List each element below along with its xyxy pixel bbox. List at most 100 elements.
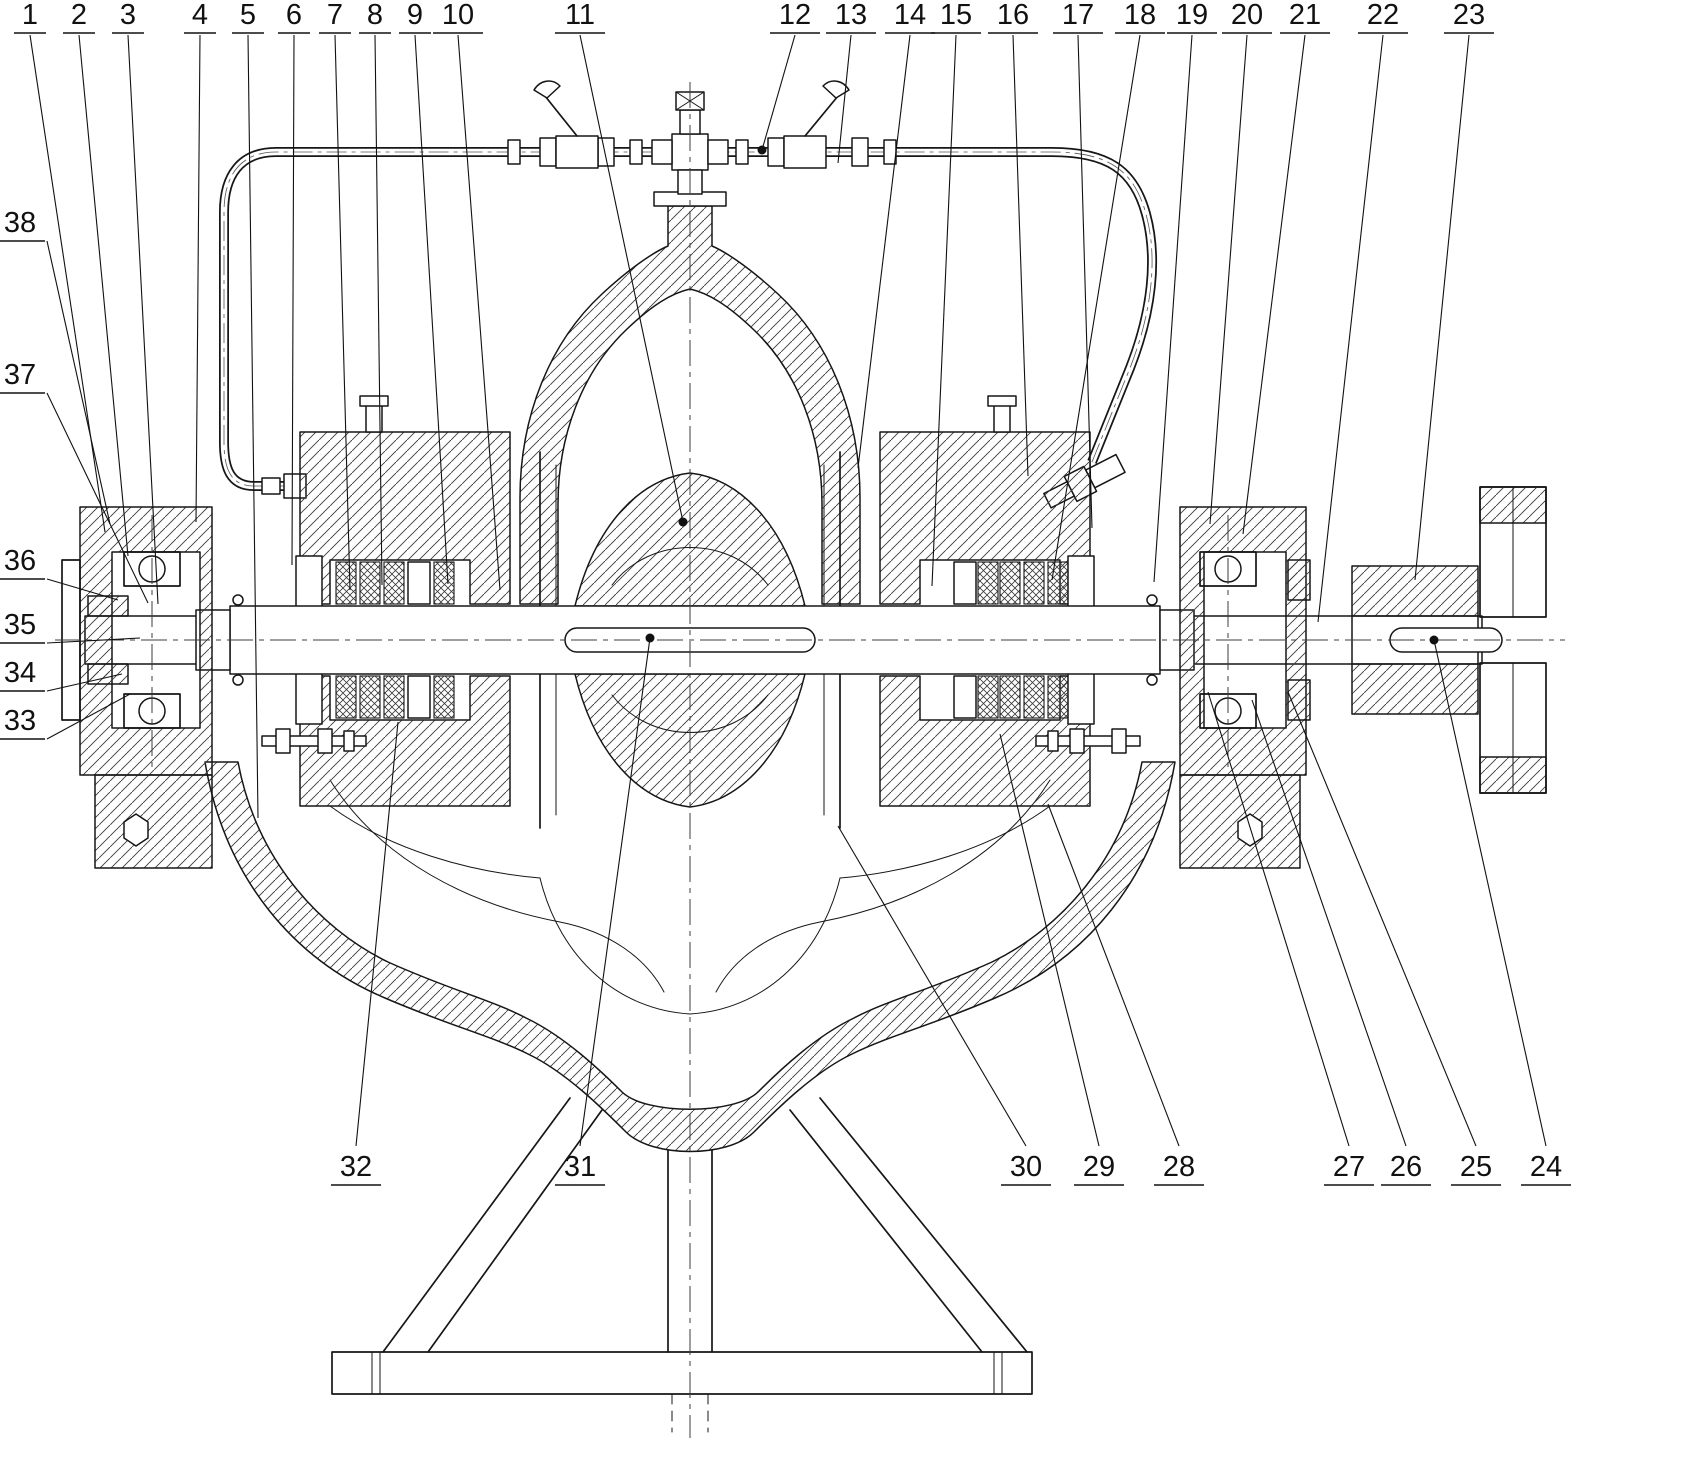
leader-line — [1414, 34, 1470, 581]
callout-number: 17 — [1062, 0, 1094, 31]
callout-number: 5 — [240, 0, 256, 31]
callout-6: 6 — [278, 0, 310, 566]
leader-dot — [678, 517, 688, 527]
shaft-end-nut — [87, 595, 129, 617]
leader-line — [78, 34, 129, 557]
callout-number: 31 — [564, 1151, 596, 1183]
leader-line — [837, 34, 852, 164]
callout-18: 18 — [1051, 0, 1165, 581]
gland-follower — [295, 671, 323, 725]
pipe-union — [539, 137, 557, 167]
leader-dot — [1429, 635, 1439, 645]
leader-line — [1077, 34, 1093, 529]
bearing-housing-right — [1179, 506, 1311, 869]
hex-bolt — [123, 813, 149, 847]
leader-line — [247, 34, 259, 819]
callout-number: 30 — [1010, 1151, 1042, 1183]
leader-line — [1047, 803, 1180, 1147]
callout-number: 7 — [327, 0, 343, 31]
stuffing-box-right — [879, 395, 1095, 807]
leader-line — [334, 34, 351, 591]
leader-line — [1012, 34, 1029, 477]
callout-number: 33 — [4, 705, 36, 737]
callout-number: 21 — [1289, 0, 1321, 31]
valve-left — [533, 80, 599, 169]
callout-number: 23 — [1453, 0, 1485, 31]
callout-number: 8 — [367, 0, 383, 31]
callout-12: 12 — [757, 0, 820, 155]
callout-number: 38 — [4, 207, 36, 239]
lantern-ring — [953, 675, 977, 719]
leader-line — [857, 34, 911, 469]
callout-number: 29 — [1083, 1151, 1115, 1183]
callout-9: 9 — [399, 0, 449, 585]
callout-20: 20 — [1209, 0, 1272, 525]
leader-line — [291, 34, 295, 566]
volute-casing — [204, 761, 1176, 1153]
leader-line — [1153, 34, 1193, 583]
callout-number: 26 — [1390, 1151, 1422, 1183]
callout-number: 28 — [1163, 1151, 1195, 1183]
valve-lever — [533, 80, 561, 99]
callout-13: 13 — [826, 0, 876, 164]
callout-25: 25 — [1287, 691, 1501, 1186]
leader-line — [761, 34, 796, 151]
pipe-union — [507, 139, 521, 165]
callout-32: 32 — [331, 721, 399, 1186]
leader-line — [374, 34, 383, 586]
leader-line — [1287, 691, 1477, 1147]
leader-line — [195, 34, 201, 523]
callout-number: 2 — [71, 0, 87, 31]
gland-follower — [295, 555, 323, 609]
leader-line — [1207, 691, 1350, 1147]
hex-bolt — [1237, 813, 1263, 847]
leader-line — [1209, 34, 1248, 525]
slinger-rings — [232, 594, 1158, 686]
callout-number: 22 — [1367, 0, 1399, 31]
callout-24: 24 — [1429, 635, 1571, 1186]
leader-line — [1251, 699, 1407, 1147]
callout-number: 14 — [894, 0, 926, 31]
callout-number: 12 — [779, 0, 811, 31]
callout-36: 36 — [0, 545, 119, 601]
leader-line — [1242, 34, 1306, 535]
callout-number: 15 — [940, 0, 972, 31]
pipe-union — [883, 139, 897, 165]
callout-number: 13 — [835, 0, 867, 31]
callout-number: 20 — [1231, 0, 1263, 31]
callout-number: 36 — [4, 545, 36, 577]
callout-38: 38 — [0, 207, 111, 525]
callout-30: 30 — [837, 825, 1051, 1186]
callout-15: 15 — [931, 0, 981, 587]
pedestal — [331, 1097, 1033, 1433]
callout-number: 25 — [1460, 1151, 1492, 1183]
bearing-housing-left — [61, 506, 213, 869]
leader-line — [46, 578, 119, 601]
callout-29: 29 — [999, 733, 1124, 1186]
bolt-head — [359, 395, 389, 407]
leader-line — [46, 240, 111, 525]
callout-1: 1 — [14, 0, 106, 533]
seal-water-piping — [219, 80, 1158, 509]
centerlines — [55, 82, 1565, 1438]
callout-22: 22 — [1317, 0, 1408, 623]
leader-line — [414, 34, 449, 585]
callout-number: 4 — [192, 0, 208, 31]
callout-5: 5 — [232, 0, 264, 819]
stuffing-box-left — [295, 395, 511, 807]
gland-follower — [1067, 671, 1095, 725]
callout-31: 31 — [555, 633, 655, 1186]
pipe-union — [597, 137, 615, 167]
callout-8: 8 — [359, 0, 391, 586]
callout-number: 24 — [1530, 1151, 1562, 1183]
bracket-foot-left — [94, 774, 213, 869]
leader-line — [355, 721, 399, 1147]
callout-number: 32 — [340, 1151, 372, 1183]
callout-19: 19 — [1153, 0, 1217, 583]
callout-number: 1 — [22, 0, 38, 31]
leader-line — [1317, 34, 1384, 623]
callout-number: 18 — [1124, 0, 1156, 31]
